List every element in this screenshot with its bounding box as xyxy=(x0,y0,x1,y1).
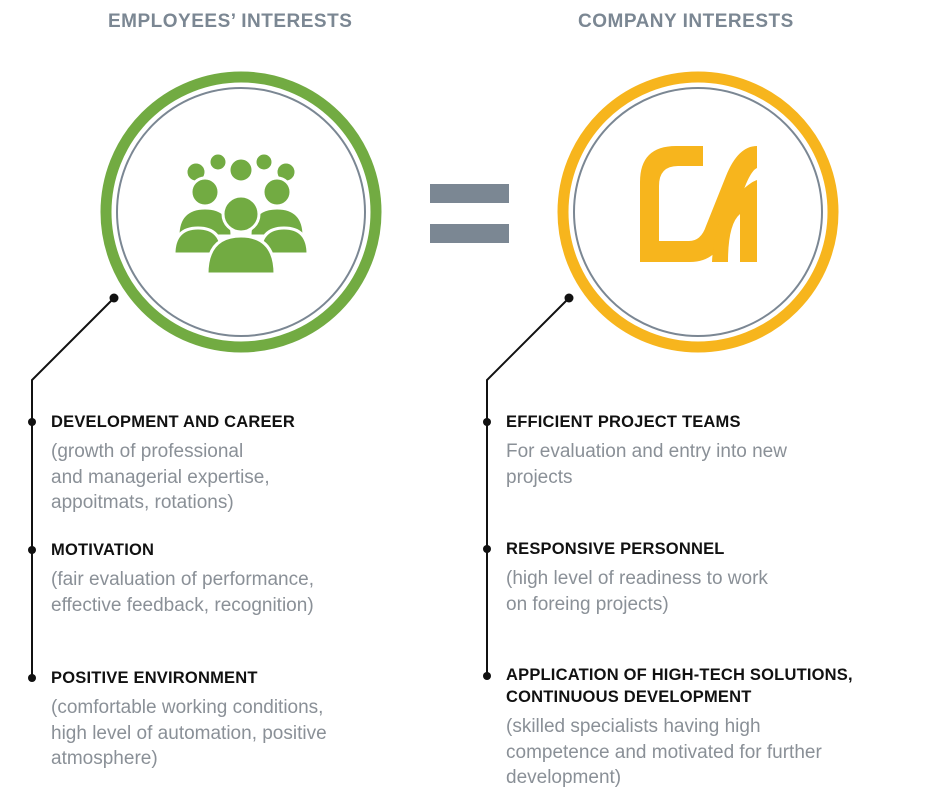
employee-item-environment: POSITIVE ENVIRONMENT (comfortable workin… xyxy=(51,667,327,772)
item-title: DEVELOPMENT AND CAREER xyxy=(51,413,295,431)
company-item-high-tech: APPLICATION OF HIGH-TECH SOLUTIONS, CONT… xyxy=(506,664,853,791)
item-description: (growth of professional and managerial e… xyxy=(51,441,270,513)
employees-interests-title: EMPLOYEES’ INTERESTS xyxy=(108,11,353,32)
company-logo-icon xyxy=(640,146,757,262)
employee-item-motivation: MOTIVATION (fair evaluation of performan… xyxy=(51,539,314,618)
item-description: (fair evaluation of performance, effecti… xyxy=(51,569,314,616)
item-title: RESPONSIVE PERSONNEL xyxy=(506,540,725,558)
company-connector xyxy=(483,293,574,680)
item-description: For evaluation and entry into new projec… xyxy=(506,441,787,488)
item-title: EFFICIENT PROJECT TEAMS xyxy=(506,413,741,431)
item-title: POSITIVE ENVIRONMENT xyxy=(51,669,258,687)
equals-sign-icon xyxy=(430,184,509,243)
employees-circle xyxy=(100,71,382,353)
company-interests-title: COMPANY INTERESTS xyxy=(578,11,794,32)
company-item-project-teams: EFFICIENT PROJECT TEAMS For evaluation a… xyxy=(506,411,787,490)
item-description: (high level of readiness to work on fore… xyxy=(506,568,768,615)
company-item-responsive-personnel: RESPONSIVE PERSONNEL (high level of read… xyxy=(506,538,768,617)
employees-connector xyxy=(28,293,119,682)
item-title: MOTIVATION xyxy=(51,541,155,559)
item-description: (skilled specialists having high compete… xyxy=(506,716,822,788)
people-group-icon xyxy=(172,151,310,276)
employee-item-development: DEVELOPMENT AND CAREER (growth of profes… xyxy=(51,411,295,516)
company-circle xyxy=(557,71,839,353)
item-description: (comfortable working conditions, high le… xyxy=(51,697,327,769)
item-title: APPLICATION OF HIGH-TECH SOLUTIONS, CONT… xyxy=(506,666,853,706)
